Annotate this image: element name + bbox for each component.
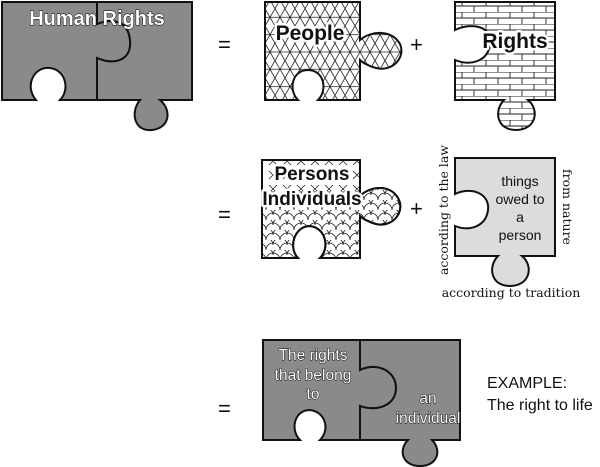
plus-sign-1: +	[410, 32, 423, 57]
human-rights-label: Human Rights	[29, 8, 165, 30]
rights-belong-line-2: that belong	[275, 367, 352, 384]
people-label: People	[276, 22, 345, 45]
example-title: EXAMPLE:	[487, 375, 567, 392]
persons-piece-top-band	[262, 160, 360, 190]
people-piece	[264, 1, 403, 101]
persons-label: Persons	[275, 164, 350, 185]
rights-belong-line-1: The rights	[279, 347, 348, 364]
individual-line-1: an	[419, 390, 436, 407]
equals-sign-1: =	[218, 32, 231, 57]
things-owed-piece	[454, 157, 556, 288]
things-owed-line-1: things	[501, 173, 538, 189]
according-to-law-label: according to the law	[436, 145, 451, 275]
things-owed-line-4: person	[499, 227, 542, 243]
human-rights-right-piece	[96, 1, 193, 132]
rights-belong-line-3: to	[307, 386, 320, 403]
rights-piece	[454, 1, 556, 132]
equals-sign-3: =	[218, 396, 231, 421]
things-owed-line-2: owed to	[495, 191, 544, 207]
example-text: The right to life	[487, 397, 593, 414]
plus-sign-2: +	[410, 196, 423, 221]
from-nature-label: from nature	[560, 169, 575, 245]
rights-label: Rights	[482, 30, 547, 53]
according-to-tradition-label: according to tradition	[442, 285, 581, 300]
individual-line-2: individual	[396, 410, 461, 427]
individuals-label: Individuals	[262, 189, 361, 210]
equals-sign-2: =	[218, 202, 231, 227]
things-owed-line-3: a	[516, 209, 524, 225]
individual-piece	[359, 339, 461, 467]
